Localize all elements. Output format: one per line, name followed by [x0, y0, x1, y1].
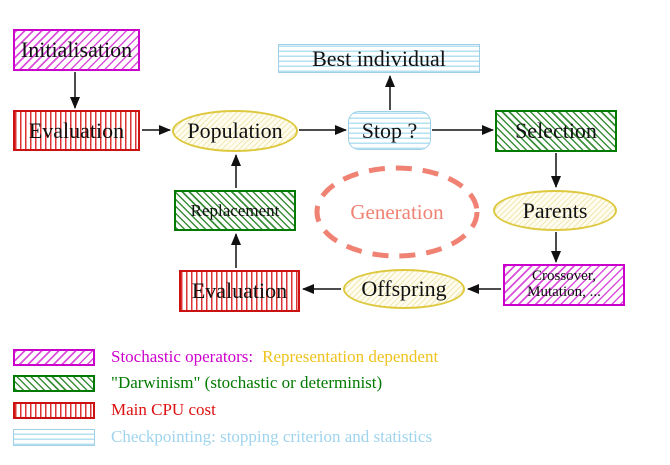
node-evaluation-top-label: Evaluation	[28, 117, 125, 143]
node-stop: Stop ?	[348, 111, 431, 150]
legend-detail-stochastic: Representation dependent	[262, 347, 439, 366]
node-replacement-label: Replacement	[190, 200, 280, 220]
legend-row-stochastic: Stochastic operators: Representation dep…	[13, 347, 438, 367]
node-best-individual-label: Best individual	[312, 45, 446, 71]
node-best-individual: Best individual	[278, 44, 480, 73]
node-stop-label: Stop ?	[361, 117, 418, 143]
node-replacement: Replacement	[174, 190, 296, 231]
node-crossover-line1: Crossover,	[532, 268, 596, 285]
node-generation: Generation	[317, 197, 477, 227]
legend-swatch-checkpointing	[13, 428, 95, 446]
legend-label-stochastic: Stochastic operators:	[111, 347, 254, 366]
node-population: Population	[172, 110, 298, 152]
node-offspring-label: Offspring	[361, 276, 447, 302]
legend-label-checkpointing: Checkpointing: stopping criterion and st…	[111, 427, 433, 446]
node-initialisation-label: Initialisation	[20, 37, 133, 63]
legend-swatch-cpu	[13, 401, 95, 419]
node-selection: Selection	[495, 110, 617, 152]
legend-row-checkpointing: Checkpointing: stopping criterion and st…	[13, 427, 432, 447]
legend-swatch-darwinism	[13, 374, 95, 392]
node-population-label: Population	[187, 118, 283, 144]
node-offspring: Offspring	[343, 269, 465, 309]
legend-label-cpu: Main CPU cost	[111, 400, 216, 419]
legend-row-cpu: Main CPU cost	[13, 400, 216, 420]
node-crossover-mutation: Crossover, Mutation, ...	[503, 264, 625, 306]
node-evaluation-bottom-label: Evaluation	[191, 278, 288, 304]
node-selection-label: Selection	[515, 118, 597, 144]
node-evaluation-bottom: Evaluation	[179, 270, 300, 312]
legend-swatch-stochastic	[13, 348, 95, 366]
node-crossover-line2: Mutation, ...	[527, 284, 601, 300]
node-parents-label: Parents	[522, 197, 588, 223]
node-evaluation-top: Evaluation	[13, 110, 140, 151]
node-initialisation: Initialisation	[13, 29, 140, 71]
node-generation-label: Generation	[350, 199, 444, 224]
legend-row-darwinism: "Darwinism" (stochastic or determinist)	[13, 373, 382, 393]
legend-label-darwinism: "Darwinism" (stochastic or determinist)	[111, 373, 383, 392]
node-parents: Parents	[493, 190, 617, 231]
